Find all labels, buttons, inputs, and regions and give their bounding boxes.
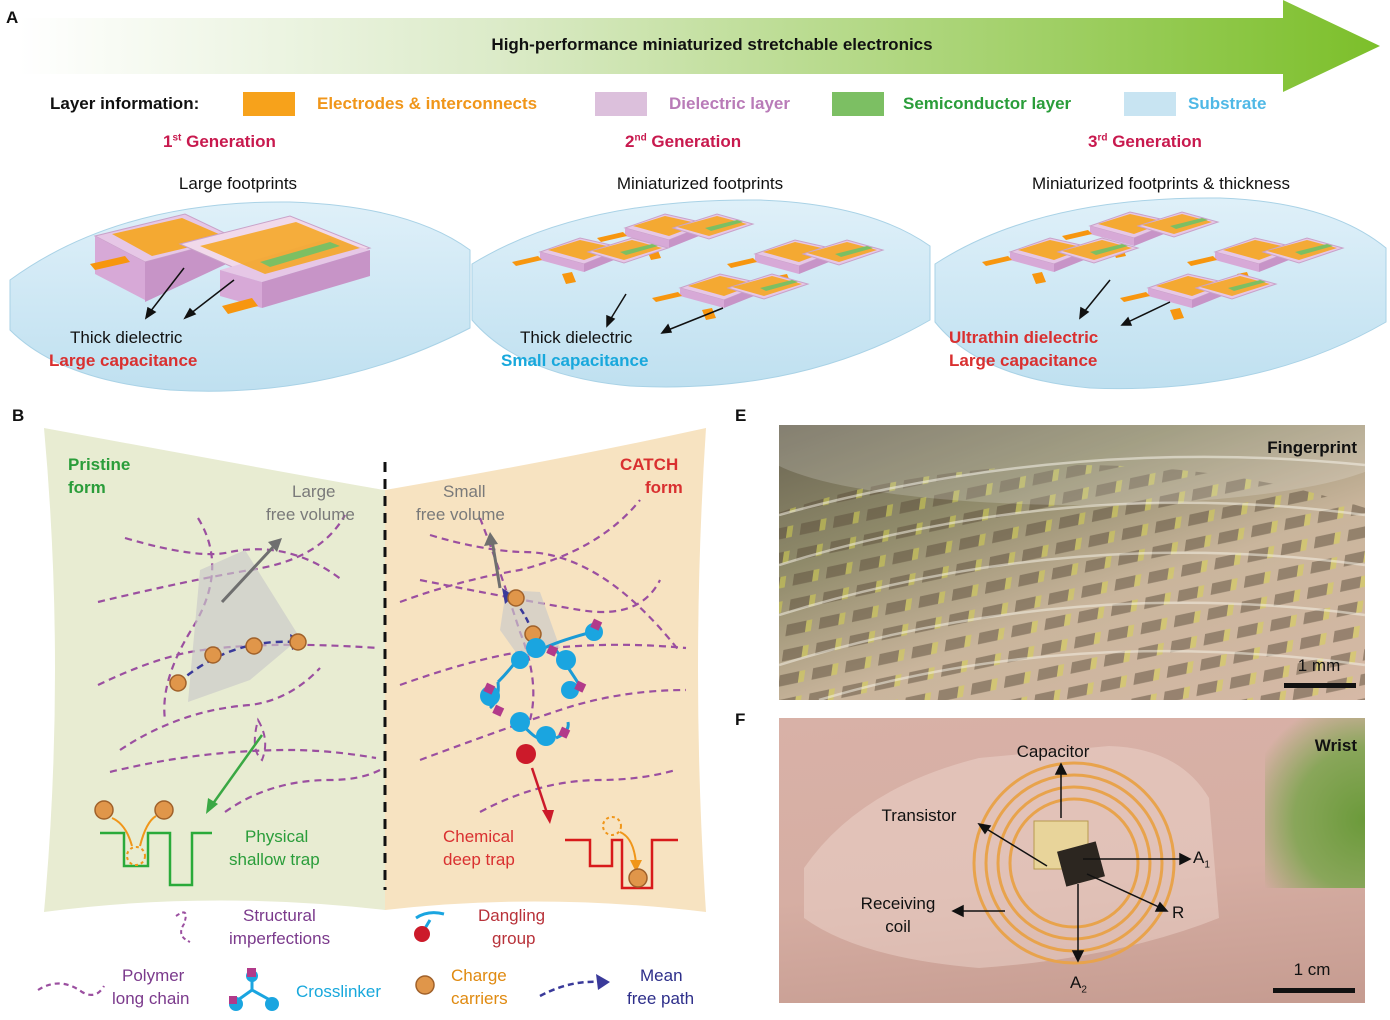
callout-arrows [951,762,1192,963]
catch-fv-arrow [490,539,502,589]
scale-label-f: 1 cm [1293,960,1331,979]
pristine-charge-carriers [169,633,307,692]
gen1-device [90,213,372,314]
structural-imperfection-icon [175,911,191,943]
physical-trap-1: Physical [245,827,309,846]
charge-carrier-icon [415,975,435,995]
legend-swatch-substrate [1124,92,1176,116]
receiving-coil [972,761,1176,965]
physical-trap-2: shallow trap [229,850,320,869]
panel-b-illustration [37,428,706,1011]
legend-swatch-semiconductor [832,92,884,116]
catch-label-1: CATCH [620,455,679,474]
shallow-trap-well [100,831,212,887]
deep-trap-well [565,838,678,890]
large-fv-1: Large [292,482,336,501]
gen3-footprint: Miniaturized footprints & thickness [1032,174,1290,193]
pristine-label-1: Pristine [68,455,131,474]
legend-mean-1: Mean [640,966,683,985]
background-foliage [1265,718,1365,888]
capacitor-label: Capacitor [1016,742,1090,761]
legend-title: Layer information: [50,94,200,113]
a2-label: A2 [1070,973,1087,996]
gen1-note-capacitance: Large capacitance [49,351,198,370]
chemical-arrow [530,767,550,817]
chemical-trap-2: deep trap [443,850,515,869]
small-fv-1: Small [443,482,486,501]
receiving-coil-label-1: Receiving [860,894,936,913]
scale-bar-f [1273,988,1355,993]
gen1-footprint: Large footprints [178,174,298,193]
panel-label-f: F [735,710,746,729]
legend-swatch-dielectric [595,92,647,116]
legend-crosslinker: Crosslinker [296,982,382,1001]
a1-label: A1 [1193,848,1210,871]
gen-arrows [144,267,1171,334]
gen2-note-capacitance: Small capacitance [501,351,649,370]
catch-label-2: form [645,478,683,497]
legend-label-substrate: Substrate [1188,94,1267,113]
gen3-note-capacitance: Large capacitance [949,351,1098,370]
r-label: R [1172,903,1185,922]
crosslinker-icon [229,968,279,1011]
physical-arrow [210,734,264,806]
pristine-label-2: form [68,478,106,497]
legend-dangling-2: group [492,929,536,948]
legend-polymer-1: Polymer [122,966,185,985]
legend-charge-1: Charge [451,966,507,985]
crosslinker-network [480,618,603,764]
pristine-free-volume [188,550,300,702]
polymer-chain-icon [37,982,105,997]
pristine-polymer-chains [97,514,381,813]
gen2-footprint: Miniaturized footprints [616,174,784,193]
legend-label-dielectric: Dielectric layer [669,94,790,113]
receiving-coil-label-2: coil [885,917,911,936]
transistor-chip [1057,841,1105,887]
catch-free-volume [500,590,560,658]
legend-charge-2: carriers [451,989,508,1008]
panel-label-a: A [6,8,19,27]
mean-free-path-icon [539,980,601,998]
gen3-title: 3rd Generation [1088,132,1202,151]
legend-swatch-electrodes [243,92,295,116]
legend-label-electrodes: Electrodes & interconnects [317,94,538,113]
dangling-group-icon [415,911,445,920]
large-fv-2: free volume [266,505,355,524]
pristine-fv-arrow [220,543,277,604]
fingerprint-photo: Fingerprint 1 mm [779,425,1365,700]
gen2-note-dielectric: Thick dielectric [520,328,633,347]
legend-structural-2: imperfections [229,929,331,948]
legend-label-semiconductor: Semiconductor layer [903,94,1072,113]
gen1-title: 1st Generation [163,132,276,151]
legend-mean-2: free path [627,989,695,1008]
banner-title: High-performance miniaturized stretchabl… [491,35,933,54]
legend-structural-1: Structural [243,906,316,925]
gen2-title: 2nd Generation [625,132,742,151]
wrist-photo: Wrist Capacitor Transistor A1 R Receivin… [779,718,1365,1003]
dangling-group-node [516,744,536,764]
scale-bar-e [1284,683,1356,688]
gen3-note-dielectric: Ultrathin dielectric [949,328,1099,347]
fingerprint-label: Fingerprint [1267,438,1357,457]
panel-label-e: E [735,406,747,425]
gen1-note-dielectric: Thick dielectric [70,328,183,347]
chemical-trap-1: Chemical [443,827,514,846]
panel-label-b: B [12,406,25,425]
generation-illustrations [9,197,1387,392]
pristine-mean-path [177,640,297,684]
catch-background [385,428,706,912]
banner-arrow [18,0,1380,92]
small-fv-2: free volume [416,505,505,524]
legend-polymer-2: long chain [112,989,190,1008]
legend-dangling-1: Dangling [478,906,546,925]
transistor-label: Transistor [881,806,957,825]
wrist-label: Wrist [1314,736,1357,755]
scale-label-e: 1 mm [1297,656,1341,675]
